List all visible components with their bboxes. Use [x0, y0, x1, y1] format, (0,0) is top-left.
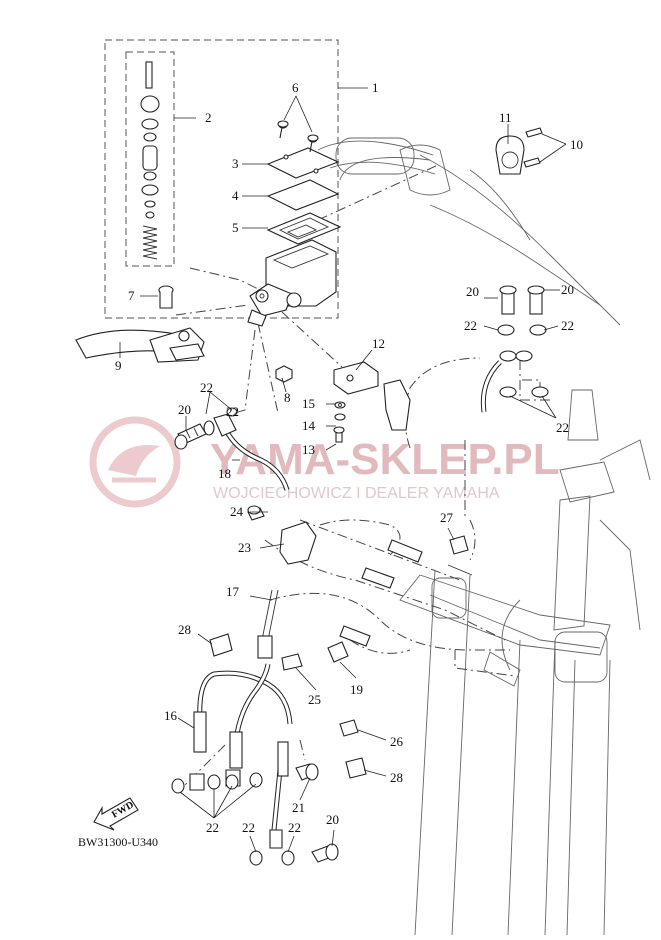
callout-22d: 22 — [556, 420, 569, 435]
callout-22h: 22 — [226, 404, 239, 419]
callout-17: 17 — [226, 584, 240, 599]
callout-13: 13 — [302, 442, 315, 457]
piston-kit — [140, 61, 160, 260]
master-cylinder — [247, 239, 337, 327]
callout-20b: 20 — [466, 284, 479, 299]
callout-9: 9 — [115, 358, 122, 373]
watermark-brand: YAMA-SKLEP.PL — [210, 435, 560, 484]
piston-kit-box — [125, 51, 175, 267]
reservoir-cap-group — [266, 120, 342, 245]
callout-26: 26 — [390, 734, 404, 749]
callout-20d: 20 — [326, 812, 339, 827]
callout-8: 8 — [284, 390, 291, 405]
brake-switch — [333, 361, 411, 431]
callout-18: 18 — [218, 466, 231, 481]
callout-1: 1 — [372, 80, 379, 95]
callout-11: 11 — [499, 110, 512, 125]
callout-12: 12 — [372, 336, 385, 351]
callout-24: 24 — [230, 504, 244, 519]
callout-28a: 28 — [178, 622, 191, 637]
callout-6: 6 — [292, 80, 299, 95]
right-bolts-washers — [480, 285, 549, 413]
master-cylinder-assy-box — [104, 39, 339, 319]
callout-16: 16 — [164, 708, 178, 723]
callout-labels: 1 2 3 4 5 6 7 8 9 10 11 12 13 14 15 16 1… — [115, 80, 583, 835]
brake-cable — [257, 539, 473, 659]
callout-20c: 20 — [561, 282, 574, 297]
callout-22a: 22 — [200, 380, 213, 395]
diagram-code: BW31300-U340 — [78, 835, 158, 849]
brake-lever — [75, 327, 205, 363]
frame-illustration — [317, 137, 651, 936]
upper-brake-hose — [174, 407, 290, 491]
callout-4: 4 — [232, 188, 239, 203]
hose-clamps — [209, 535, 469, 779]
callout-22f: 22 — [242, 820, 255, 835]
callout-23: 23 — [238, 540, 251, 555]
callout-15: 15 — [302, 396, 315, 411]
callout-2: 2 — [205, 110, 212, 125]
callout-10: 10 — [570, 137, 583, 152]
callout-7: 7 — [128, 288, 135, 303]
callout-14: 14 — [302, 418, 316, 433]
pivot-bolt — [158, 285, 174, 309]
callout-5: 5 — [232, 220, 239, 235]
callout-3: 3 — [232, 156, 239, 171]
forward-arrow-icon: FWD — [93, 797, 139, 831]
callout-22g: 22 — [288, 820, 301, 835]
callout-22e: 22 — [206, 820, 219, 835]
callout-27: 27 — [440, 510, 454, 525]
watermark: YAMA-SKLEP.PL WOJCIECHOWICZ I DEALER YAM… — [89, 416, 560, 508]
callout-22b: 22 — [464, 318, 477, 333]
callout-19: 19 — [350, 682, 363, 697]
callout-22c: 22 — [561, 318, 574, 333]
small-fasteners — [275, 365, 346, 443]
callout-28b: 28 — [390, 770, 403, 785]
watermark-subtitle: WOJCIECHOWICZ I DEALER YAMAHA — [213, 485, 500, 502]
watermark-logo-icon — [89, 416, 181, 508]
callout-21: 21 — [292, 800, 305, 815]
cable-guide — [247, 505, 317, 565]
lower-brake-hose — [171, 663, 339, 866]
callout-20a: 20 — [178, 402, 191, 417]
leader-lines — [119, 87, 567, 853]
callout-25: 25 — [308, 692, 321, 707]
handlebar-clamp — [495, 127, 543, 175]
